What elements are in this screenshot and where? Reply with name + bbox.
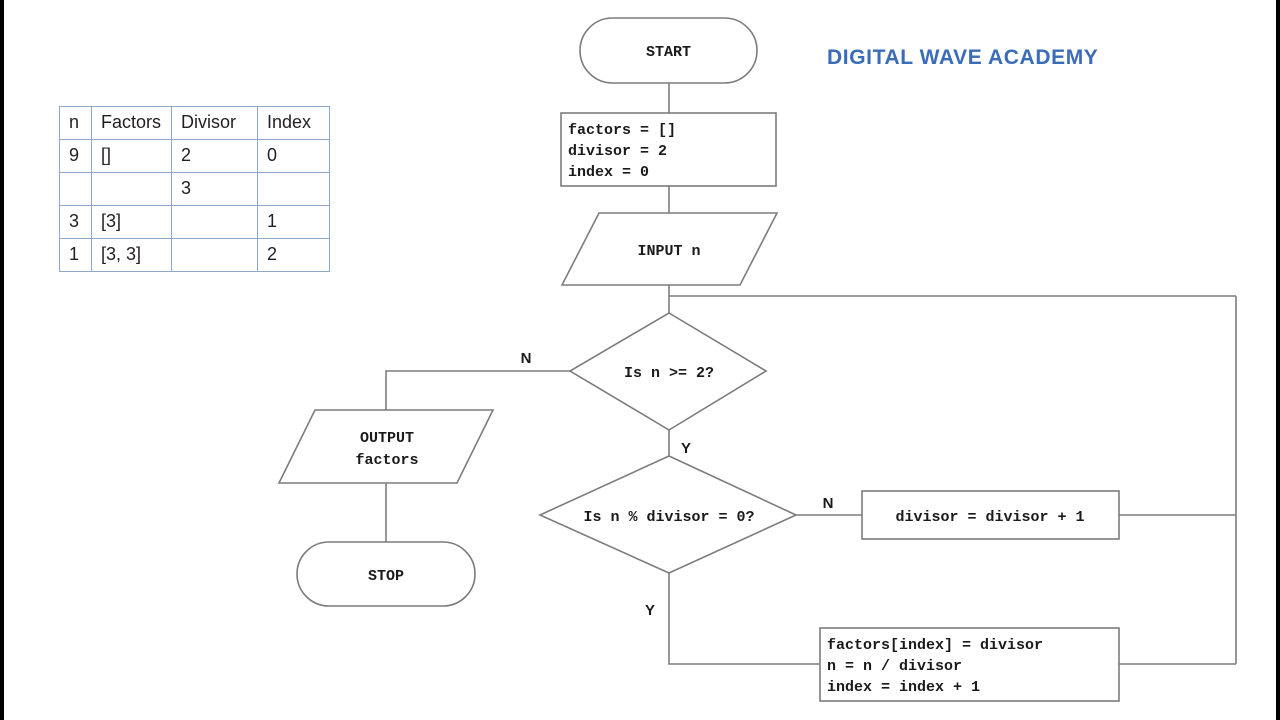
record-factor-shape [819,627,1120,702]
table-header-cell: Factors [91,106,172,140]
table-cell: 3 [171,172,258,206]
node-input[interactable]: INPUT n [560,212,779,286]
branch-label-n-ge-2-yes: Y [681,440,691,457]
node-stop[interactable]: STOP [296,541,476,607]
node-decision-mod[interactable]: Is n % divisor = 0? [538,455,798,574]
table-cell: [] [91,139,172,173]
input-label: INPUT n [637,243,700,260]
branch-label-mod-yes: Y [645,602,655,619]
decision-n-ge-2-shape [568,312,768,431]
table-row: 1 [3, 3] 2 [59,238,330,272]
table-row: 3 [59,172,330,206]
connector-decision2-yes-to-record [668,573,820,665]
decision-n-ge-2-label: Is n >= 2? [624,365,714,382]
node-decision-n-ge-2[interactable]: Is n >= 2? [568,312,768,431]
table-cell [91,172,172,206]
init-line-3: index = 0 [568,164,649,181]
increment-divisor-shape [861,490,1120,540]
branch-label-n-ge-2-no: N [521,350,532,367]
node-record-factor[interactable]: factors[index] = divisor n = n / divisor… [819,627,1120,702]
output-line-1: OUTPUT [360,430,414,447]
init-line-2: divisor = 2 [568,143,667,160]
node-increment-divisor[interactable]: divisor = divisor + 1 [861,490,1120,540]
stop-terminator-shape [296,541,476,607]
init-line-1: factors = [] [568,122,676,139]
record-factor-line-3: index = index + 1 [827,679,980,696]
letterbox-bar-right [1276,0,1280,720]
node-output[interactable]: OUTPUT factors [277,409,495,484]
table-cell [171,205,258,239]
table-cell: 2 [257,238,330,272]
table-header-cell: Index [257,106,330,140]
letterbox-bar-left [0,0,4,720]
table-cell: 9 [59,139,92,173]
table-header-row: n Factors Divisor Index [59,106,330,140]
input-parallelogram-shape [560,212,779,286]
table-cell: 2 [171,139,258,173]
branch-label-mod-no: N [823,495,834,512]
connectors [385,83,1237,665]
decision-mod-label: Is n % divisor = 0? [583,509,754,526]
start-terminator-shape [579,17,758,84]
table-row: 9 [] 2 0 [59,139,330,173]
node-init-process[interactable]: factors = [] divisor = 2 index = 0 [560,112,777,187]
start-label: START [646,44,691,61]
node-start[interactable]: START [579,17,758,84]
stop-label: STOP [368,568,404,585]
decision-mod-shape [538,455,798,574]
table-cell: 1 [59,238,92,272]
record-factor-line-1: factors[index] = divisor [827,637,1043,654]
output-parallelogram-shape [277,409,495,484]
increment-divisor-line-1: divisor = divisor + 1 [895,509,1084,526]
academy-title: DIGITAL WAVE ACADEMY [827,46,1099,69]
connector-decision1-no-to-output [385,370,570,410]
table-cell: 1 [257,205,330,239]
trace-table: n Factors Divisor Index 9 [] 2 0 3 3 [3] [59,106,330,272]
record-factor-line-2: n = n / divisor [827,658,962,675]
output-line-2: factors [355,452,418,469]
table-header-cell: Divisor [171,106,258,140]
init-process-shape [560,112,777,187]
